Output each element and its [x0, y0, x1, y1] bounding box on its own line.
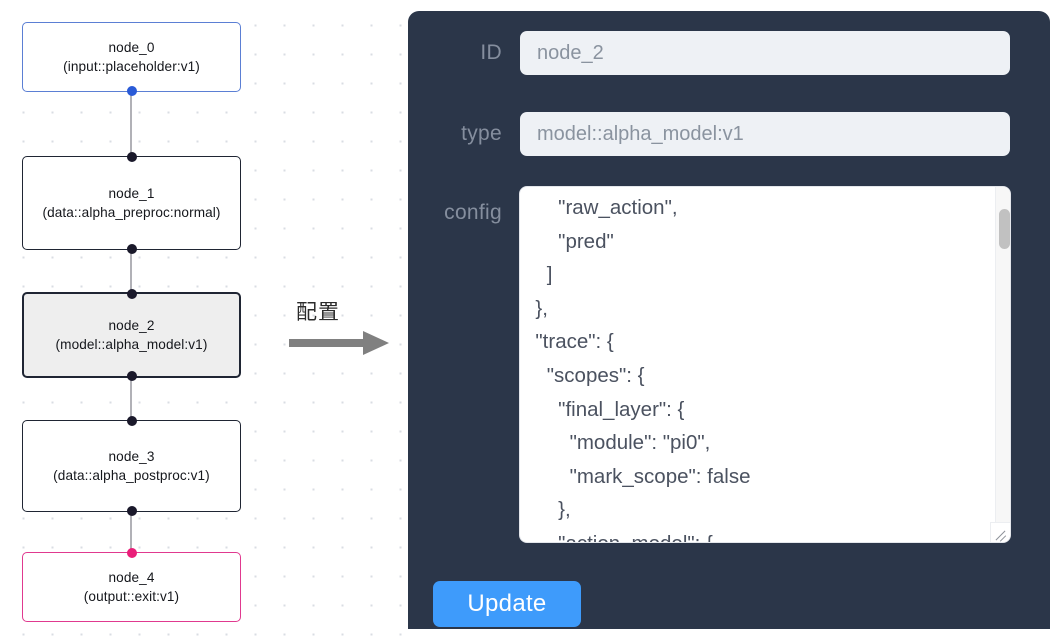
update-button[interactable]: Update — [433, 581, 581, 627]
node-handle-target[interactable] — [126, 152, 137, 162]
node-handle-target[interactable] — [126, 289, 137, 299]
node-title: node_4 — [108, 570, 155, 585]
arrow-label: 配置 — [296, 300, 340, 324]
node-handle-source[interactable] — [126, 244, 137, 254]
flow-canvas[interactable]: node_0 (input::placeholder:v1) node_1 (d… — [0, 0, 404, 643]
field-row-id: ID node_2 — [408, 31, 1010, 75]
field-row-type: type model::alpha_model:v1 — [408, 112, 1010, 156]
node-title: node_1 — [108, 186, 155, 201]
node-title: node_3 — [108, 449, 155, 464]
id-label: ID — [480, 41, 502, 64]
node-subtitle: (data::alpha_postproc:v1) — [53, 468, 210, 483]
edge-node1-node2 — [130, 248, 132, 294]
type-label: type — [461, 122, 502, 145]
node-subtitle: (output::exit:v1) — [83, 589, 180, 604]
node-handle-target[interactable] — [126, 416, 137, 426]
flow-node-node_4[interactable]: node_4 (output::exit:v1) — [22, 548, 241, 622]
node-title: node_0 — [108, 40, 155, 55]
type-input[interactable]: model::alpha_model:v1 — [520, 112, 1010, 156]
flow-node-node_0[interactable]: node_0 (input::placeholder:v1) — [22, 22, 241, 96]
node-subtitle: (input::placeholder:v1) — [63, 59, 200, 74]
config-textarea[interactable]: "raw_action", "pred" ] }, "trace": { "sc… — [535, 196, 751, 542]
node-handle-source[interactable] — [126, 371, 137, 381]
flow-node-node_2[interactable]: node_2 (model::alpha_model:v1) — [22, 289, 241, 381]
config-scrollbar-thumb[interactable] — [999, 209, 1010, 249]
node-handle-source[interactable] — [126, 86, 137, 96]
edge-node2-node3 — [130, 376, 132, 422]
node-subtitle: (data::alpha_preproc:normal) — [42, 205, 221, 220]
edge-node3-node4 — [130, 510, 132, 552]
field-row-config: config "raw_action", "pred" ] }, "trace"… — [408, 187, 1010, 542]
node-handle-source[interactable] — [126, 506, 137, 516]
node-title: node_2 — [108, 318, 155, 333]
node-config-panel: ID node_2 type model::alpha_model:v1 con… — [408, 11, 1050, 629]
resize-handle-icon[interactable] — [990, 522, 1010, 542]
arrow-right-icon — [289, 331, 389, 355]
flow-node-node_3[interactable]: node_3 (data::alpha_postproc:v1) — [22, 416, 241, 516]
node-subtitle: (model::alpha_model:v1) — [55, 337, 208, 352]
edge-node0-node1 — [130, 90, 132, 158]
config-textarea-wrap: "raw_action", "pred" ] }, "trace": { "sc… — [520, 187, 1010, 542]
config-label: config — [444, 201, 502, 224]
id-input[interactable]: node_2 — [520, 31, 1010, 75]
configure-arrow-group: 配置 — [289, 296, 399, 366]
node-handle-target[interactable] — [126, 548, 137, 558]
flow-node-node_1[interactable]: node_1 (data::alpha_preproc:normal) — [22, 152, 241, 254]
config-scrollbar[interactable] — [995, 187, 1010, 542]
